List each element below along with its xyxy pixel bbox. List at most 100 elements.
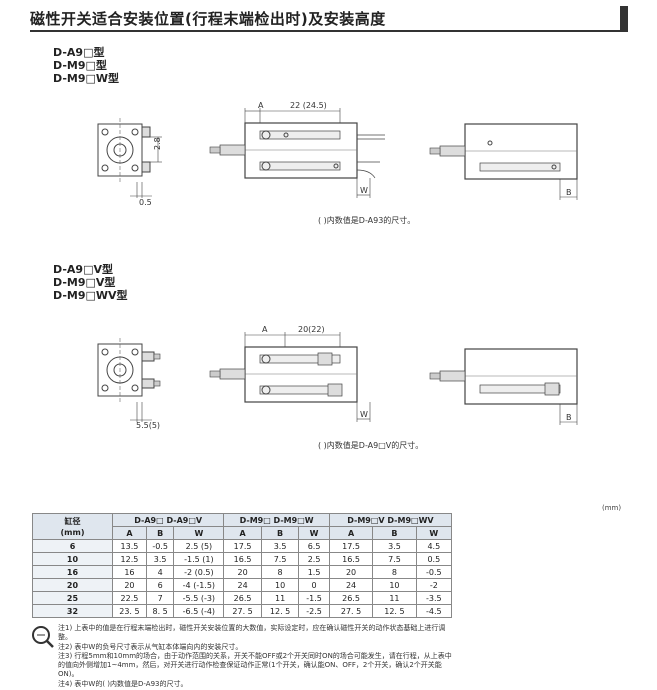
spec-table: 缸径 (mm) D-A9□ D-A9□V D-M9□ D-M9□W D-M9□V… — [32, 513, 453, 618]
dim-w-label: W — [360, 186, 368, 195]
group-header: D-M9□V D-M9□WV — [328, 513, 453, 527]
table-cell: 20 — [112, 578, 147, 592]
model-list-2: D-A9□V型 D-M9□V型 D-M9□WV型 — [53, 263, 128, 302]
group-header: D-M9□ D-M9□W — [223, 513, 330, 527]
table-cell: 16.5 — [223, 552, 262, 566]
dim-span-label: 22 (24.5) — [290, 101, 327, 110]
table-cell: 8. 5 — [145, 604, 175, 618]
table-cell: -0.5 — [145, 539, 175, 553]
table-cell: 10 — [372, 578, 417, 592]
group-header: D-A9□ D-A9□V — [111, 513, 225, 527]
bore-cell: 10 — [32, 552, 113, 566]
table-cell: 2.5 — [298, 552, 330, 566]
table-cell: -6.5 (-4) — [173, 604, 225, 618]
model-label: D-M9□WV型 — [53, 289, 128, 302]
table-cell: -4 (-1.5) — [173, 578, 225, 592]
table-cell: 11 — [260, 591, 300, 605]
page-title: 磁性开关适合安装位置(行程末端检出时)及安装高度 — [30, 10, 386, 28]
table-cell: 10 — [260, 578, 300, 592]
magnifier-icon — [32, 626, 54, 648]
subheader: A — [328, 526, 374, 540]
title-divider — [30, 30, 628, 32]
bore-cell: 6 — [32, 539, 113, 553]
table-cell: 3.5 — [372, 539, 417, 553]
notes-block: 注1) 上表中的值是在行程末端检出时，磁性开关安装位置的大数值，实际设定时，应在… — [58, 624, 453, 689]
table-cell: 27. 5 — [223, 604, 262, 618]
table-cell: 27. 5 — [328, 604, 374, 618]
height-dim-label: 2.8 — [153, 137, 162, 150]
table-cell: 12. 5 — [260, 604, 300, 618]
model-label: D-M9□W型 — [53, 72, 120, 85]
dim-w-label: W — [360, 410, 368, 419]
table-cell: 12. 5 — [372, 604, 417, 618]
table-cell: -1.5 (1) — [173, 552, 225, 566]
offset-dim-label: 5.5(5) — [136, 421, 160, 430]
table-cell: 7.5 — [372, 552, 417, 566]
model-label: D-A9□V型 — [53, 263, 113, 276]
table-cell: 8 — [260, 565, 300, 579]
table-cell: 24 — [328, 578, 374, 592]
table-cell: 4.5 — [415, 539, 453, 553]
table-cell: -0.5 — [415, 565, 453, 579]
table-cell: -1.5 — [298, 591, 330, 605]
table-cell: 7 — [145, 591, 175, 605]
note-item: 注4) 表中W的( )内数值是D-A93的尺寸。 — [58, 679, 188, 688]
model-label: D-A9□型 — [53, 46, 105, 59]
note-item: 注2) 表中W的负号尺寸表示从气缸本体端向内的安装尺寸。 — [58, 642, 243, 651]
table-cell: -4.5 — [415, 604, 453, 618]
table-cell: 23. 5 — [112, 604, 147, 618]
model-label: D-M9□型 — [53, 59, 107, 72]
dim-b-label: B — [566, 188, 572, 197]
model-label: D-M9□V型 — [53, 276, 116, 289]
dim-a-label: A — [258, 101, 264, 110]
table-cell: 17.5 — [328, 539, 374, 553]
side-view-drawing-1: A 22 (24.5) W — [209, 101, 385, 198]
dim-a-label: A — [262, 325, 268, 334]
table-cell: 2.5 (5) — [173, 539, 225, 553]
note-item: 注1) 上表中的值是在行程末端检出时，磁性开关安装位置的大数值，实际设定时，应在… — [58, 624, 446, 642]
table-cell: -5.5 (-3) — [173, 591, 225, 605]
subheader: W — [173, 526, 225, 540]
subheader: A — [223, 526, 262, 540]
subheader: B — [145, 526, 175, 540]
bore-cell: 20 — [32, 578, 113, 592]
table-cell: 1.5 — [298, 565, 330, 579]
table-cell: -2 — [415, 578, 453, 592]
offset-dim-label: 0.5 — [139, 198, 152, 207]
table-cell: 17.5 — [223, 539, 262, 553]
table-cell: 24 — [223, 578, 262, 592]
bore-cell: 32 — [32, 604, 113, 618]
table-cell: 20 — [223, 565, 262, 579]
side-view-drawing-1b: B — [429, 123, 578, 200]
model-list-1: D-A9□型 D-M9□型 D-M9□W型 — [53, 46, 119, 85]
table-cell: 16 — [112, 565, 147, 579]
table-cell: 26.5 — [223, 591, 262, 605]
note-item: 注3) 行程5mm和10mm的场合，由于动作范围的关系，开关不能OFF或2个开关… — [58, 651, 452, 679]
end-view-drawing-2: 5.5(5) — [97, 338, 161, 430]
table-cell: 16.5 — [328, 552, 374, 566]
subheader: W — [298, 526, 330, 540]
side-view-drawing-2b: B — [429, 348, 578, 425]
table-cell: -3.5 — [415, 591, 453, 605]
table-cell: -2 (0.5) — [173, 565, 225, 579]
table-cell: 6.5 — [298, 539, 330, 553]
subheader: A — [112, 526, 147, 540]
table-cell: 26.5 — [328, 591, 374, 605]
table-cell: 8 — [372, 565, 417, 579]
table-cell: 3.5 — [260, 539, 300, 553]
subheader: B — [260, 526, 300, 540]
bore-label: 缸径 — [64, 516, 81, 526]
end-view-drawing-1: 2.8 0.5 — [97, 118, 162, 207]
table-cell: 11 — [372, 591, 417, 605]
side-view-drawing-2: A 20(22) W — [209, 325, 371, 422]
bore-cell: 16 — [32, 565, 113, 579]
table-cell: 0 — [298, 578, 330, 592]
section1-caption: ( )内数值是D-A93的尺寸。 — [318, 216, 416, 225]
table-cell: 13.5 — [112, 539, 147, 553]
table-cell: 3.5 — [145, 552, 175, 566]
